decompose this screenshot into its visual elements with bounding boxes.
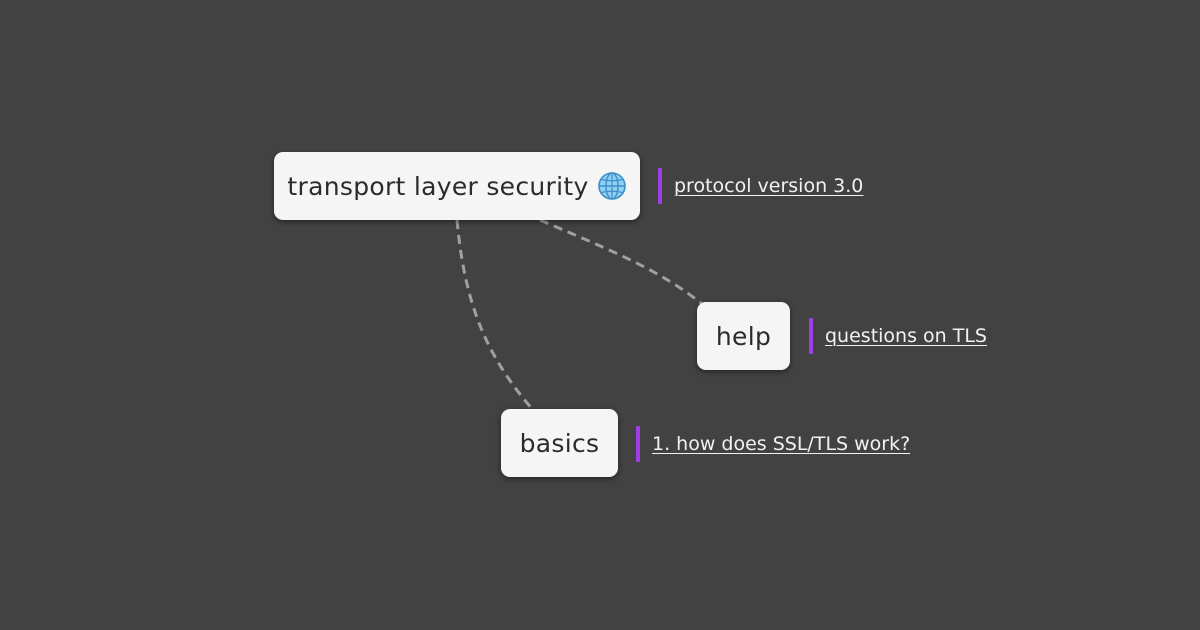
root-note-link[interactable]: protocol version 3.0 (674, 175, 864, 197)
root-node-label: transport layer security (287, 171, 589, 201)
basics-note: 1. how does SSL/TLS work? (636, 426, 910, 462)
help-note-link[interactable]: questions on TLS (825, 325, 987, 347)
edge-root-to-help (539, 218, 703, 306)
note-accent-bar (809, 318, 813, 354)
help-note: questions on TLS (809, 318, 987, 354)
note-accent-bar (636, 426, 640, 462)
note-accent-bar (658, 168, 662, 204)
basics-note-link[interactable]: 1. how does SSL/TLS work? (652, 433, 911, 455)
help-node[interactable]: help (697, 302, 790, 370)
basics-node-label: basics (519, 428, 600, 458)
help-node-label: help (715, 321, 772, 351)
basics-node[interactable]: basics (501, 409, 618, 477)
root-note: protocol version 3.0 (658, 168, 863, 204)
globe-icon (597, 172, 626, 200)
edge-root-to-basics (455, 219, 535, 411)
root-node[interactable]: transport layer security (274, 152, 640, 220)
